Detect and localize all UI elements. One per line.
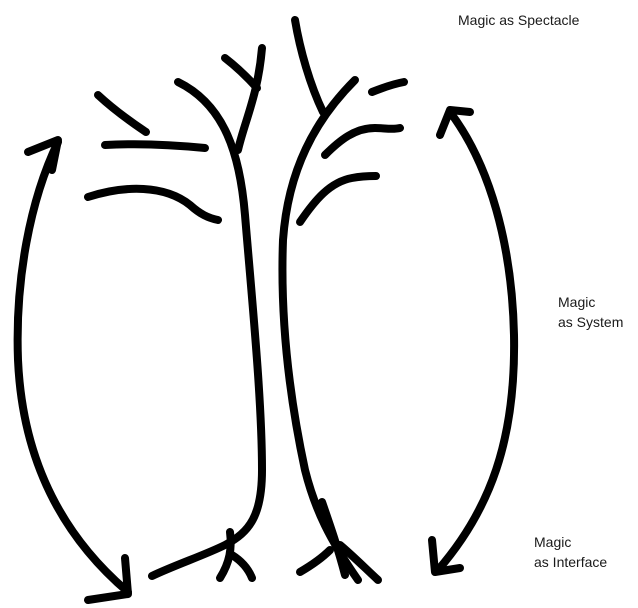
right-arrow-curve: [438, 112, 514, 570]
right-trunk-inner: [295, 20, 323, 112]
label-system-line2: as System: [558, 312, 623, 332]
left-branch-1: [98, 95, 146, 132]
label-magic-as-interface: Magic as Interface: [534, 532, 607, 572]
label-magic-as-system: Magic as System: [558, 292, 623, 332]
right-cycle-arrow: [432, 110, 514, 572]
left-arrow-head-top: [28, 140, 58, 170]
left-trunk-inner: [238, 48, 262, 150]
left-arrow-curve: [18, 142, 128, 592]
label-interface-line2: as Interface: [534, 552, 607, 572]
label-interface-line1: Magic: [534, 532, 607, 552]
left-cycle-arrow: [18, 140, 128, 600]
label-spectacle-text: Magic as Spectacle: [458, 10, 579, 30]
left-branch-3: [88, 189, 218, 220]
left-branch-2: [105, 144, 205, 148]
left-tree: [88, 48, 262, 578]
left-trunk-outer: [152, 82, 262, 576]
label-system-line1: Magic: [558, 292, 623, 312]
right-tree: [282, 20, 404, 580]
label-magic-as-spectacle: Magic as Spectacle: [458, 10, 579, 30]
left-root-2: [232, 555, 252, 578]
right-branch-1: [372, 82, 404, 92]
right-branch-2: [325, 128, 400, 155]
right-root-3: [300, 550, 330, 572]
right-branch-3: [300, 176, 376, 222]
left-branch-top: [225, 58, 257, 88]
right-root-1: [322, 502, 345, 575]
